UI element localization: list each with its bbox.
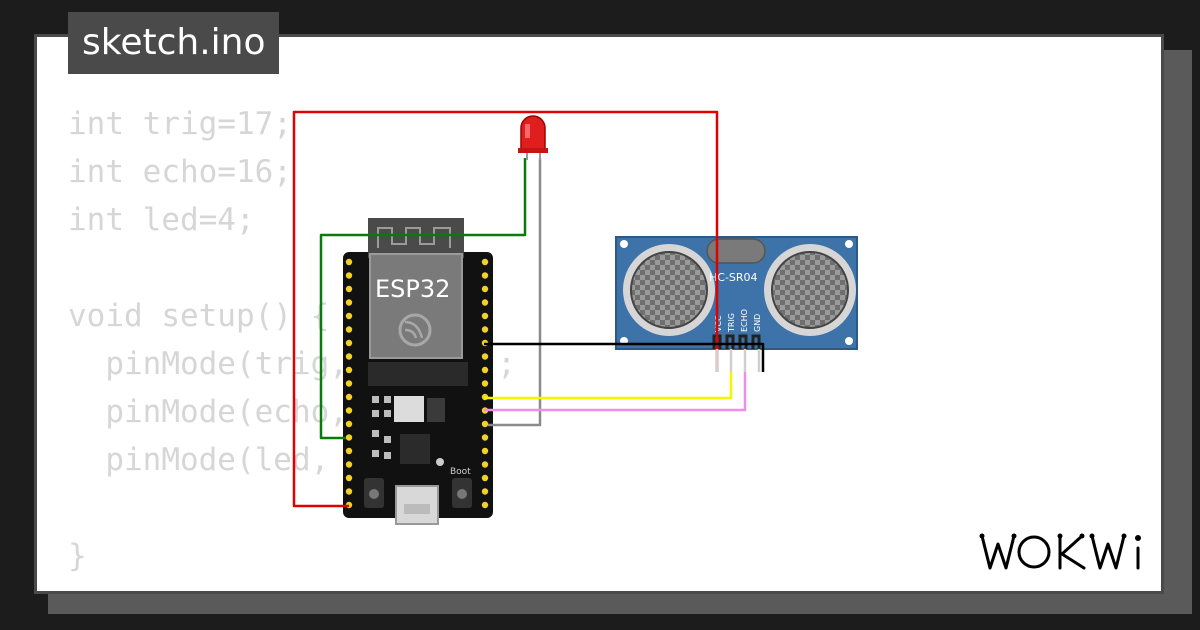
esp32-board[interactable]: ESP32 Boot [343,218,493,525]
pin-label-gnd: GND [753,314,762,332]
wire-black[interactable] [484,342,765,372]
file-name-tab[interactable]: sketch.ino [68,12,280,74]
header-pin[interactable] [345,447,353,455]
header-pin[interactable] [345,272,353,279]
wire-violet[interactable] [484,372,747,412]
header-pin[interactable] [345,393,353,401]
header-pin[interactable] [481,447,489,455]
header-pin[interactable] [481,353,489,360]
header-pin[interactable] [481,285,489,293]
code-line: } [68,538,87,574]
code-line: int led=4; [68,202,255,238]
header-pin[interactable] [481,380,489,387]
sensor-label: HC-SR04 [709,271,758,284]
boot-label: Boot [450,467,471,477]
header-pin[interactable] [345,366,353,374]
sensor-pin-legs [715,349,761,372]
espressif-logo-icon [398,313,432,347]
wire-yellow[interactable] [484,372,733,400]
header-pin[interactable] [345,461,353,468]
code-line: int trig=17; [68,106,292,142]
wire-green[interactable] [319,158,527,440]
header-pin[interactable] [481,434,489,441]
code-line: int echo=16; [68,154,292,190]
header-pin[interactable] [481,326,489,333]
header-pin[interactable] [481,488,489,495]
header-pin[interactable] [345,474,353,482]
left-pin-header [345,258,353,509]
pin-label-trig: TRIG [727,313,736,333]
header-pin[interactable] [481,501,489,509]
header-pin[interactable] [481,461,489,468]
wokwi-logo [979,533,1141,570]
header-pin[interactable] [481,299,489,306]
header-pin[interactable] [481,258,489,266]
wire-red[interactable] [292,110,719,508]
header-pin[interactable] [345,258,353,266]
header-pin[interactable] [345,434,353,441]
wires [292,110,765,508]
red-led[interactable] [518,115,548,160]
header-pin[interactable] [345,312,353,320]
header-pin[interactable] [481,474,489,482]
pin-label-echo: ECHO [740,309,749,332]
header-pin[interactable] [345,488,353,495]
project-card [34,34,1164,594]
board-label: ESP32 [375,275,450,303]
header-pin[interactable] [345,407,353,414]
header-pin[interactable] [345,299,353,306]
header-pin[interactable] [345,380,353,387]
code-line: void setup() { [68,298,330,334]
wire-gray[interactable] [488,158,542,427]
header-pin[interactable] [345,326,353,333]
header-pin[interactable] [345,285,353,293]
header-pin[interactable] [481,312,489,320]
header-pin[interactable] [345,353,353,360]
header-pin[interactable] [345,420,353,428]
header-pin[interactable] [481,366,489,374]
pin-label-vcc: VCC [714,315,723,332]
hcsr04-sensor[interactable]: HC-SR04 VCC TRIG ECHO GND [615,236,858,350]
header-pin[interactable] [481,272,489,279]
header-pin[interactable] [481,420,489,428]
header-pin[interactable] [345,339,353,347]
